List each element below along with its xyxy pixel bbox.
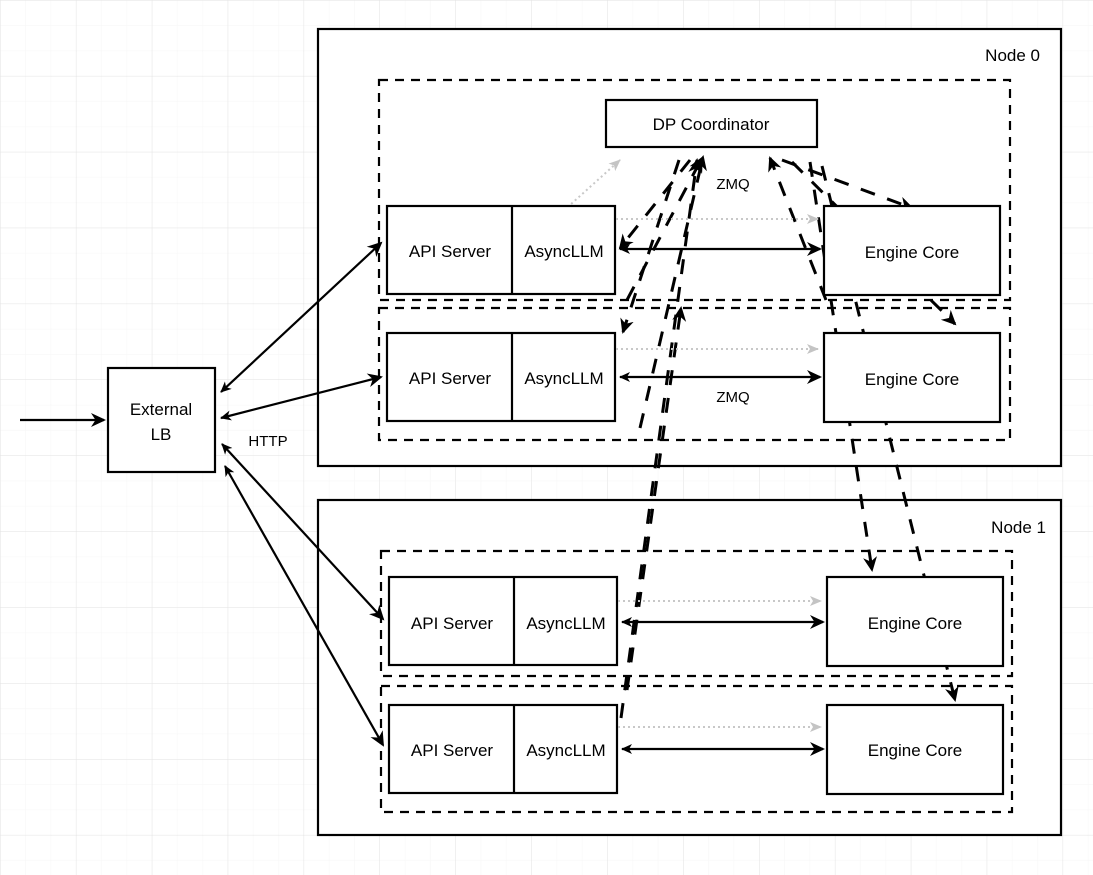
external-lb-label-line1: External [130, 400, 192, 419]
node-1-rank-1-group [379, 684, 1014, 814]
engine-core-box [822, 331, 1002, 424]
zmq-label-top: ZMQ [716, 176, 749, 193]
node-1-rank-0-server[interactable]: API Server AsyncLLM [387, 575, 619, 667]
dp-coordinator-label: DP Coordinator [653, 115, 770, 134]
api-server-label: API Server [411, 614, 494, 633]
api-server-box [387, 575, 619, 667]
async-llm-label: AsyncLLM [526, 614, 605, 633]
api-server-label: API Server [411, 741, 494, 760]
edge-lb-to-n0r0-api [220, 241, 383, 393]
engine-core-label: Engine Core [868, 741, 963, 760]
external-lb-label-line2: LB [151, 425, 172, 444]
node-0-rank-0-server[interactable]: API Server AsyncLLM [385, 204, 617, 296]
node-1-rank-1-server[interactable]: API Server AsyncLLM [387, 703, 619, 795]
api-server-label: API Server [409, 242, 492, 261]
edge-coordinator-to-n0r0-async [618, 159, 692, 250]
dp-coordinator-box[interactable] [604, 98, 819, 149]
async-llm-label: AsyncLLM [524, 369, 603, 388]
http-label: HTTP [248, 433, 287, 450]
edge-coordinator-to-n0r0-engine [781, 158, 914, 211]
node-0-rank-0-group [377, 78, 1012, 302]
engine-core-label: Engine Core [865, 370, 960, 389]
node-0-rank-1-server[interactable]: API Server AsyncLLM [385, 331, 617, 423]
async-llm-label: AsyncLLM [524, 242, 603, 261]
api-server-box [387, 703, 619, 795]
engine-core-box [825, 575, 1005, 668]
api-server-box [385, 204, 617, 296]
edge-lb-to-n0r1-api [220, 373, 383, 421]
node-0-label: Node 0 [985, 46, 1040, 65]
node-0-rank-0-engine[interactable]: Engine Core [822, 204, 1002, 297]
external-lb[interactable]: External LB [106, 366, 217, 474]
node-1-rank-1-engine[interactable]: Engine Core [825, 703, 1005, 796]
async-llm-label: AsyncLLM [526, 741, 605, 760]
engine-core-box [825, 703, 1005, 796]
engine-core-label: Engine Core [865, 243, 960, 262]
edge-n0r1-async-to-coordinator [638, 155, 707, 429]
zmq-label-mid: ZMQ [716, 389, 749, 406]
node-1-rank-0-group [379, 549, 1014, 678]
node-1-rank-0-engine[interactable]: Engine Core [825, 575, 1005, 668]
node-0-rank-1-engine[interactable]: Engine Core [822, 331, 1002, 424]
node-1-label: Node 1 [991, 518, 1046, 537]
edge-lb-to-n1r1-api [224, 465, 384, 747]
engine-core-label: Engine Core [868, 614, 963, 633]
engine-core-box [822, 204, 1002, 297]
api-server-label: API Server [409, 369, 492, 388]
external-lb-box [106, 366, 217, 474]
api-server-box [385, 331, 617, 423]
edge-n0r0-async-to-coordinator-dotted [559, 159, 621, 215]
